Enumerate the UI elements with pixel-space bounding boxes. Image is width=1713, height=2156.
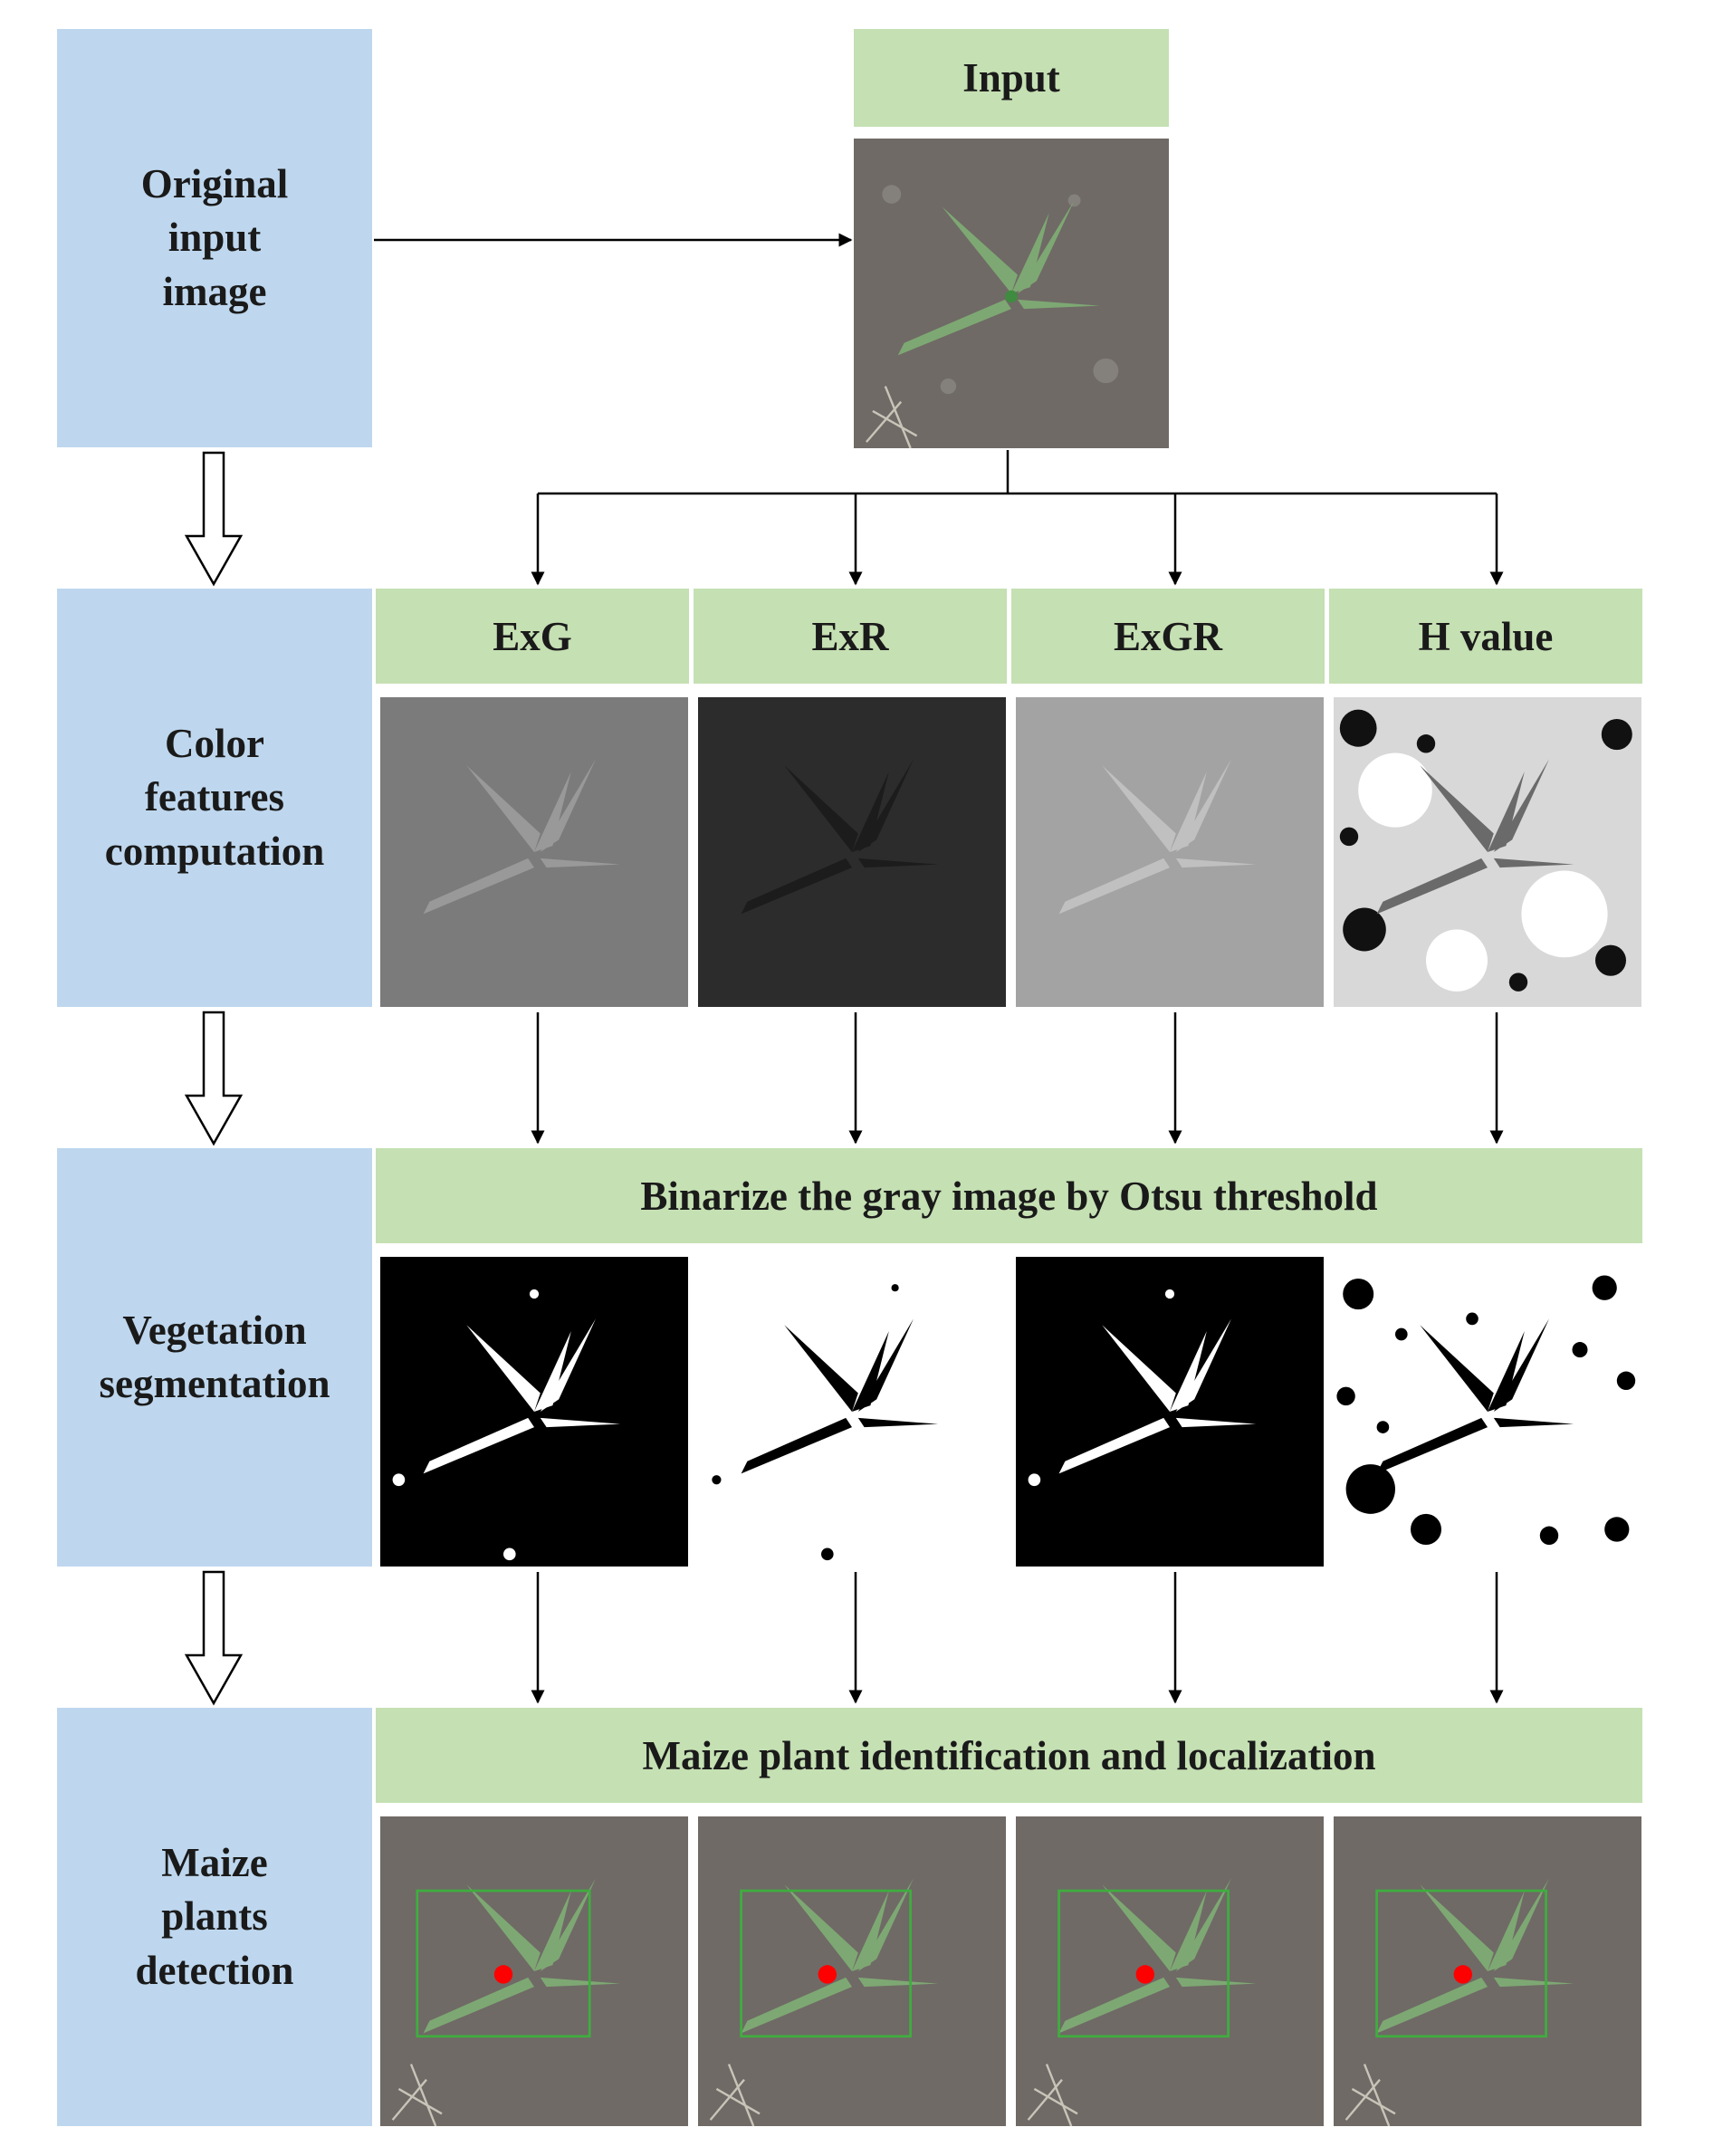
exg-binary-image bbox=[380, 1257, 688, 1567]
feature-header-h-value: H value bbox=[1329, 589, 1642, 684]
binarize-header: Binarize the gray image by Otsu threshol… bbox=[376, 1148, 1642, 1243]
exr-gray-image bbox=[698, 697, 1006, 1007]
bounding-box bbox=[416, 1889, 591, 2038]
plant-center-point bbox=[818, 1965, 837, 1984]
stage-arrow-2 bbox=[184, 1011, 244, 1146]
input-header-label: Input bbox=[962, 55, 1060, 101]
feature-label: ExGR bbox=[1113, 613, 1222, 659]
feature-header-exgr: ExGR bbox=[1011, 589, 1325, 684]
exgr-binary-image bbox=[1016, 1257, 1324, 1567]
plant-center-point bbox=[1453, 1965, 1472, 1984]
stage-arrow-3 bbox=[184, 1570, 244, 1706]
h-value-gray-image bbox=[1334, 697, 1641, 1007]
exr-detection-image bbox=[698, 1816, 1006, 2126]
stage-label: Original input image bbox=[140, 160, 289, 314]
feature-header-exg: ExG bbox=[376, 589, 689, 684]
exg-gray-image bbox=[380, 697, 688, 1007]
stage-maize-detection: Maize plants detection bbox=[57, 1708, 372, 2126]
binarize-header-label: Binarize the gray image by Otsu threshol… bbox=[640, 1173, 1378, 1219]
detection-header-label: Maize plant identification and localizat… bbox=[642, 1732, 1376, 1778]
exg-detection-image bbox=[380, 1816, 688, 2126]
input-image bbox=[854, 139, 1169, 448]
h-value-binary-image bbox=[1334, 1257, 1641, 1567]
feature-label: H value bbox=[1418, 613, 1554, 659]
input-header: Input bbox=[854, 29, 1169, 127]
feature-label: ExG bbox=[493, 613, 572, 659]
stage-vegetation-segmentation: Vegetation segmentation bbox=[57, 1148, 372, 1567]
stage-label: Color features computation bbox=[104, 720, 325, 874]
stage-arrow-1 bbox=[184, 451, 244, 587]
stage-label: Maize plants detection bbox=[135, 1839, 294, 1993]
bounding-box bbox=[1057, 1889, 1230, 2038]
feature-header-exr: ExR bbox=[694, 589, 1007, 684]
stage-color-features: Color features computation bbox=[57, 589, 372, 1007]
feature-label: ExR bbox=[811, 613, 889, 659]
plant-center-point bbox=[493, 1965, 513, 1984]
exgr-detection-image bbox=[1016, 1816, 1324, 2126]
stage-label: Vegetation segmentation bbox=[99, 1307, 330, 1406]
stage-original-input-image: Original input image bbox=[57, 29, 372, 447]
bounding-box bbox=[740, 1889, 912, 2038]
exr-binary-image bbox=[698, 1257, 1006, 1567]
plant-center-point bbox=[1135, 1965, 1154, 1984]
bounding-box bbox=[1375, 1889, 1547, 2038]
detection-header: Maize plant identification and localizat… bbox=[376, 1708, 1642, 1803]
h-value-detection-image bbox=[1334, 1816, 1641, 2126]
exgr-gray-image bbox=[1016, 697, 1324, 1007]
